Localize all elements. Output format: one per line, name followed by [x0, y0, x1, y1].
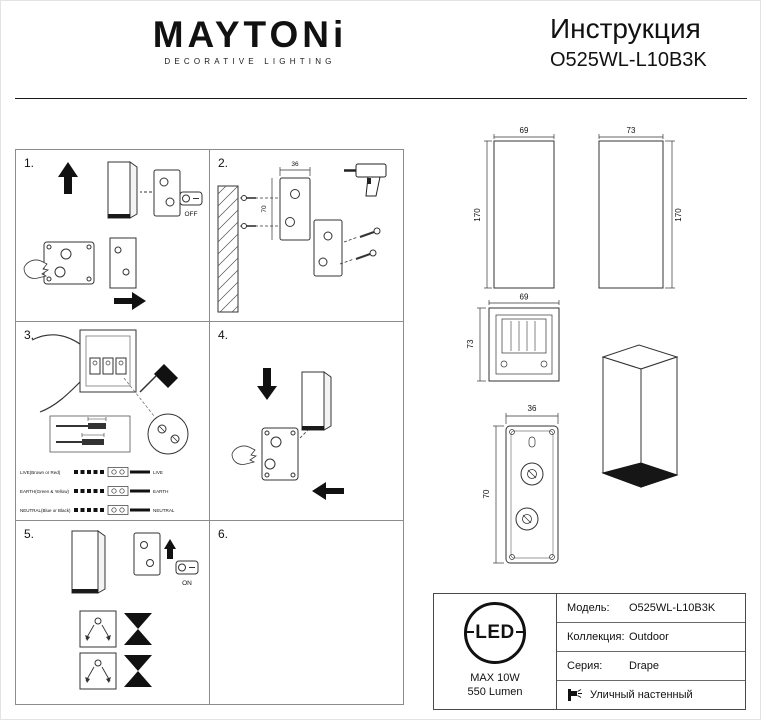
step-5-illustration: ON [71, 530, 199, 690]
mounting-plate-drawing: 36 70 [482, 404, 559, 564]
front-view [493, 140, 555, 289]
led-logo: LED [464, 602, 526, 664]
step-1-cell: 1. OFF [16, 150, 209, 321]
terminal-detail-circle [147, 413, 189, 455]
dim-side-width: 73 [627, 126, 636, 135]
spec-row-series: Серия: Drape [557, 652, 745, 681]
spec-row-type: Уличный настенный [557, 681, 745, 709]
brand-logo: MAYTONi [152, 14, 348, 55]
switch-off-label: OFF [185, 211, 198, 218]
hand-icon [231, 445, 258, 465]
screw-icon [369, 249, 377, 257]
up-arrow-icon [164, 539, 176, 559]
down-arrow-icon [257, 368, 277, 400]
left-arrow-icon [312, 482, 344, 500]
dim-plate-height: 70 [482, 489, 491, 498]
screw-icon [373, 227, 381, 235]
collection-value: Outdoor [629, 631, 669, 643]
step-4-illustration [231, 368, 344, 500]
grid-horizontal-divider-2 [16, 520, 403, 521]
step-3-number: 3. [24, 328, 35, 342]
up-arrow-icon [58, 162, 78, 194]
collection-label: Коллекция: [567, 631, 625, 643]
spec-row-collection: Коллекция: Outdoor [557, 623, 745, 652]
beam-diagram-1 [79, 610, 152, 648]
header-divider [15, 98, 747, 99]
step-6-number: 6. [218, 527, 229, 541]
wire-label-earth-right: EARTH [153, 489, 169, 494]
drill-icon [344, 163, 387, 197]
dim-step2-height: 70 [261, 205, 268, 213]
top-view-drawing: 69 73 [466, 293, 560, 382]
step-3-cell: 3. [16, 322, 209, 520]
wiring-row-live: LIVE(Brown or Red) LIVE [20, 467, 163, 477]
fixture-wire [39, 381, 81, 413]
grid-horizontal-divider-1 [16, 321, 403, 322]
switch-on-label: ON [182, 580, 192, 587]
wire-label-earth-left: EARTH(Green & Yellow) [20, 489, 69, 494]
side-view [598, 140, 664, 289]
led-badge-tick-left [467, 631, 474, 633]
perspective-view-drawing [601, 344, 679, 488]
wire-strip-diagram [49, 415, 131, 453]
dim-front-height: 170 [473, 208, 482, 222]
led-badge-text: LED [464, 602, 526, 664]
type-value: Уличный настенный [590, 689, 693, 701]
supply-wire [31, 334, 81, 345]
wall-section [217, 185, 239, 313]
dim-front-width: 69 [520, 126, 529, 135]
step-4-number: 4. [218, 328, 229, 342]
step-2-illustration: 36 70 [217, 161, 387, 313]
wire-label-live-right: LIVE [153, 470, 163, 475]
series-value: Drape [629, 660, 659, 672]
spec-box: LED MAX 10W 550 Lumen Модель: O525WL-L10… [433, 593, 746, 710]
brand-logo-block: MAYTONi DECORATIVE LIGHTING [134, 16, 366, 66]
step-3-illustration: LIVE(Brown or Red) LIVE EARTH(Green & Ye… [20, 329, 189, 515]
instruction-grid: 1. OFF [15, 149, 404, 705]
led-badge-tick-right [516, 631, 523, 633]
light-aperture [601, 462, 679, 488]
step-5-cell: 5. ON [16, 521, 209, 704]
dim-side-height: 170 [674, 208, 683, 222]
model-label: Модель: [567, 602, 610, 614]
dim-top-width: 69 [520, 293, 529, 302]
front-and-side-view-drawing: 69 170 73 170 [473, 126, 683, 289]
step-2-number: 2. [218, 156, 229, 170]
wire-label-live-left: LIVE(Brown or Red) [20, 470, 61, 475]
hand-icon [23, 259, 50, 279]
step-6-cell: 6. [210, 521, 403, 704]
step-5-number: 5. [24, 527, 35, 541]
series-label: Серия: [567, 660, 603, 672]
wire-label-neutral-right: NEUTRAL [153, 508, 175, 513]
dim-plate-width: 36 [528, 404, 537, 413]
wire-label-neutral-left: NEUTRAL(Blue or Black) [20, 508, 71, 513]
mounting-plate [279, 177, 311, 241]
wiring-row-neutral: NEUTRAL(Blue or Black) NEUTRAL [20, 505, 175, 515]
spec-row-model: Модель: O525WL-L10B3K [557, 594, 745, 623]
brand-tagline: DECORATIVE LIGHTING [164, 57, 336, 66]
title-block: Инструкция O525WL-L10B3K [550, 13, 707, 72]
lumen-label: 550 Lumen [467, 686, 523, 698]
max-power-label: MAX 10W [470, 672, 520, 684]
model-value: O525WL-L10B3K [629, 602, 716, 614]
page-title: Инструкция [550, 13, 701, 44]
spec-led-panel: LED MAX 10W 550 Lumen [434, 594, 557, 709]
model-number: O525WL-L10B3K [550, 48, 707, 71]
step-1-number: 1. [24, 156, 35, 170]
grid-vertical-divider [209, 150, 210, 704]
beam-diagram-2 [79, 652, 152, 690]
screwdriver-icon [139, 364, 178, 393]
wiring-row-earth: EARTH(Green & Yellow) EARTH [20, 486, 169, 496]
step-4-cell: 4. [210, 322, 403, 520]
step-2-cell: 2. 36 [210, 150, 403, 321]
dim-top-height: 73 [466, 339, 475, 348]
dim-step2-width: 36 [291, 161, 299, 168]
step-1-illustration: OFF [23, 161, 203, 310]
right-arrow-icon [114, 292, 146, 310]
spec-table: Модель: O525WL-L10B3K Коллекция: Outdoor… [557, 594, 745, 709]
wall-lamp-icon [567, 688, 583, 702]
